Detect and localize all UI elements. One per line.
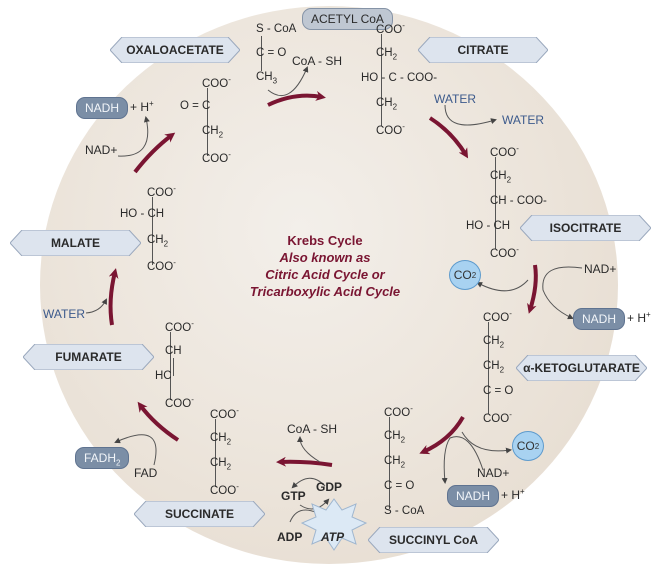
tag-alpha-ketoglutarate: α-KETOGLUTARATE [516, 355, 647, 381]
curve-fad-fadh2 [114, 434, 157, 466]
label-alpha-ketoglutarate: α-KETOGLUTARATE [523, 361, 640, 375]
coa-sh-succinyl: CoA - SH [287, 422, 338, 436]
h-plus-isocitrate: + H+ [627, 310, 651, 325]
curve-water-malate [85, 298, 107, 314]
label-succinate: SUCCINATE [164, 507, 235, 521]
water-in-citrate: WATER [434, 92, 476, 106]
label-malate: MALATE [50, 236, 101, 250]
tag-fumarate: FUMARATE [23, 344, 154, 370]
arrow-citrate-to-isocitrate [428, 116, 469, 159]
label-oxaloacetate: OXALOACETATE [126, 43, 224, 57]
water-out-citrate: WATER [502, 113, 544, 127]
curve-gdp-gtp [291, 477, 326, 489]
gtp-label: GTP [281, 489, 306, 503]
tag-succinate: SUCCINATE [134, 501, 265, 527]
arrow-acetyl-to-citrate [267, 90, 326, 107]
pill-nadh-isocitrate: NADH [573, 308, 626, 330]
curve-coa-release [267, 66, 309, 96]
arrow-isocitrate-to-akg [527, 264, 538, 314]
ch3: CH3 [256, 71, 278, 86]
h-plus-akg: + H+ [501, 487, 525, 502]
curve-akg-nad [441, 436, 484, 484]
pill-fadh2: FADH2 [75, 447, 130, 469]
tag-succinyl-coa: SUCCINYL CoA [368, 527, 499, 553]
curve-nad-nadh-top [117, 116, 150, 157]
coa-sh-acetyl: CoA - SH [292, 54, 343, 68]
atp-star-shape [300, 498, 368, 551]
pill-nadh-oxaloacetate: NADH [76, 97, 129, 119]
arrow-succinylcoa-to-succinate [276, 456, 333, 467]
tag-citrate: CITRATE [418, 37, 548, 63]
tag-oxaloacetate: OXALOACETATE [110, 37, 240, 63]
curve-succinyl-coa-release [297, 436, 321, 463]
curve-isocitrate-co2 [476, 279, 529, 292]
curve-akg-co2 [461, 431, 512, 454]
fad-label: FAD [134, 466, 158, 480]
atp-label: ATP [321, 530, 345, 544]
label-succinyl-coa: SUCCINYL CoA [388, 533, 479, 547]
gdp-label: GDP [316, 480, 343, 494]
title-main: Krebs Cycle [287, 233, 363, 248]
title-line-2: Also known as [279, 250, 371, 265]
pill-nadh-akg: NADH [447, 485, 500, 507]
arrow-fumarate-to-malate [108, 268, 119, 326]
arrow-succinate-to-fumarate [137, 401, 180, 442]
nad-plus-oxaloacetate: NAD+ [85, 143, 118, 157]
pill-acetyl-coa: ACETYL CoA [302, 8, 393, 30]
diagram-title: Krebs Cycle Also known as Citric Acid Cy… [225, 232, 425, 300]
h-plus-oxaloacetate: + H+ [130, 99, 154, 114]
arrow-malate-to-oxaloacetate [133, 132, 176, 174]
nad-plus-isocitrate: NAD+ [584, 262, 617, 276]
tag-malate: MALATE [10, 230, 141, 256]
arrow-akg-to-succinylcoa [419, 415, 465, 455]
nad-plus-akg: NAD+ [477, 466, 510, 480]
label-fumarate: FUMARATE [55, 350, 122, 364]
label-isocitrate: ISOCITRATE [549, 221, 622, 235]
adp-label: ADP [277, 530, 303, 544]
title-line-3: Citric Acid Cycle or [265, 267, 385, 282]
label-citrate: CITRATE [457, 43, 509, 57]
curve-water-citrate [444, 104, 497, 126]
tag-isocitrate: ISOCITRATE [520, 215, 651, 241]
water-fumarate: WATER [43, 307, 85, 321]
title-line-4: Tricarboxylic Acid Cycle [249, 284, 401, 299]
curve-isocitrate-nad [542, 266, 583, 320]
